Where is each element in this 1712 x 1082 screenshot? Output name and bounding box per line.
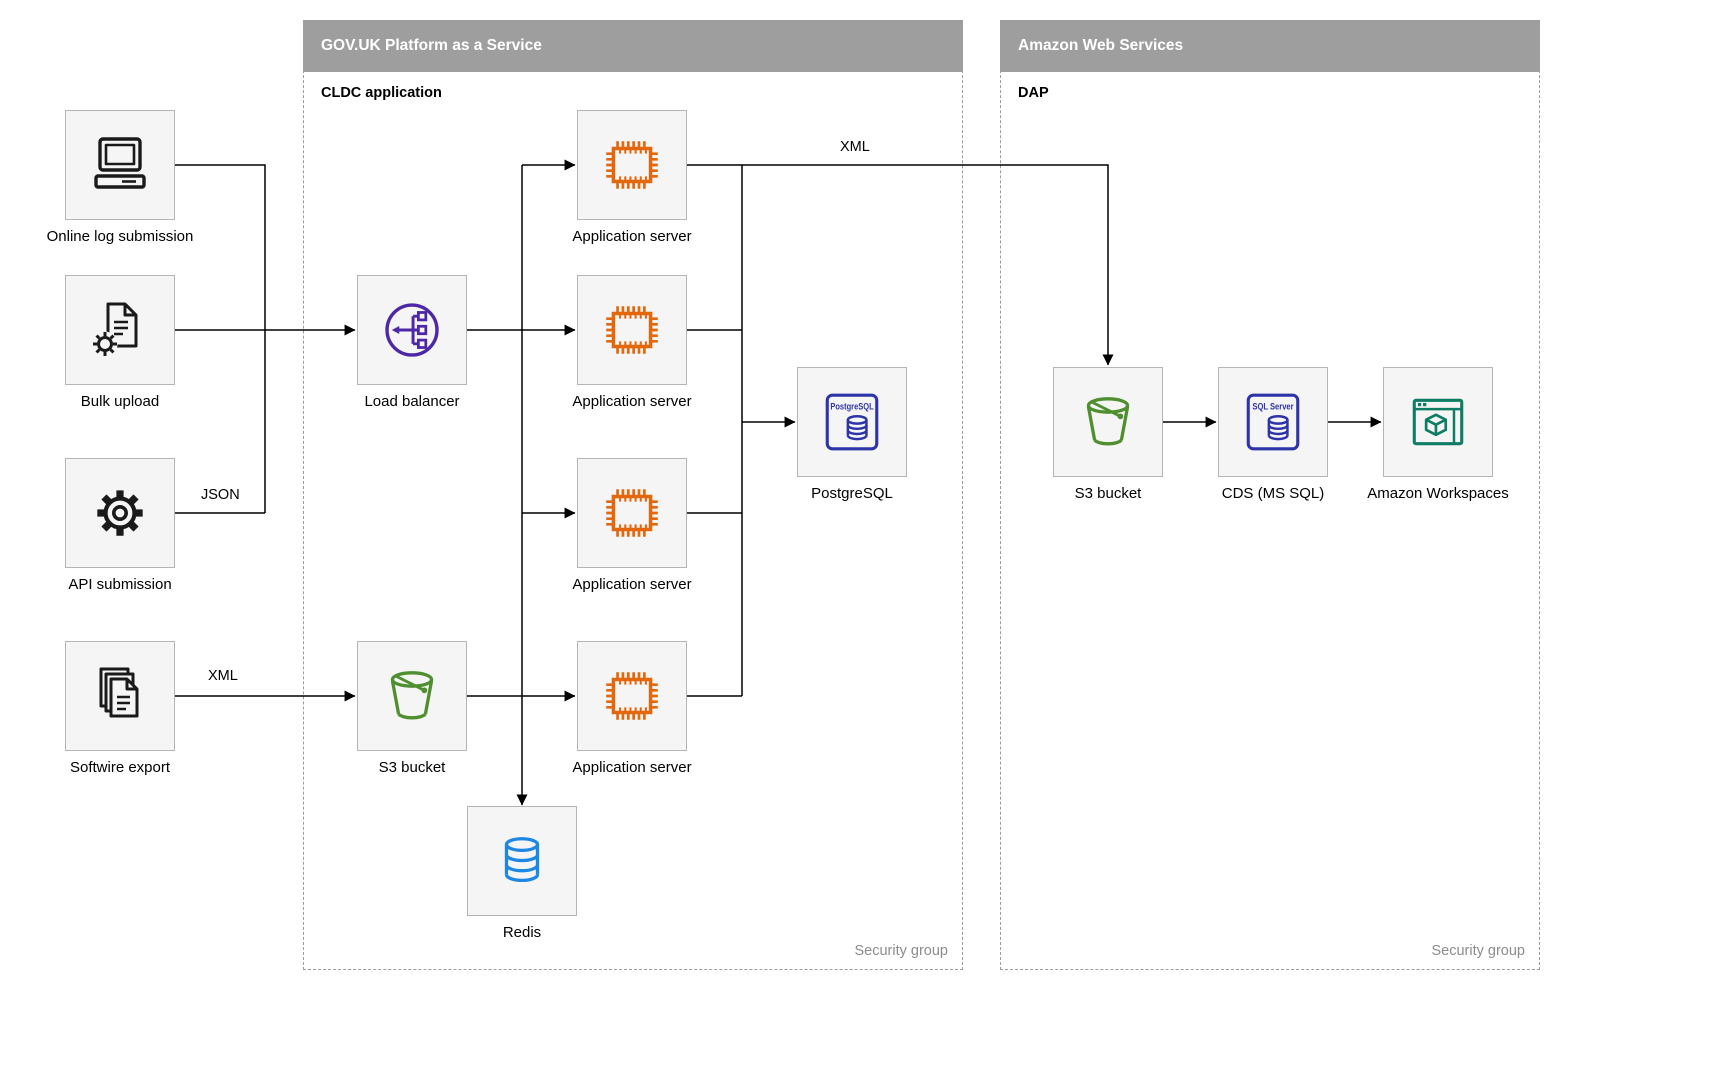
group-govuk-paas: GOV.UK Platform as a Service CLDC applic… (303, 20, 963, 970)
edge-label-xml-softwire: XML (206, 668, 240, 684)
node-label: Load balancer (364, 393, 460, 410)
node-label: S3 bucket (378, 759, 446, 776)
group-sublabel-dap: DAP (1018, 85, 1049, 101)
node-box (1383, 367, 1493, 477)
node-box (65, 458, 175, 568)
documents-stack-icon (99, 667, 139, 718)
node-label: API submission (68, 576, 172, 593)
edge-app1-to-aws-s3 (687, 164, 1114, 366)
node-label: Online log submission (46, 228, 194, 245)
node-box (467, 806, 577, 916)
node-load-balancer: Load balancer (357, 275, 467, 410)
node-box (577, 641, 687, 751)
node-label: Amazon Workspaces (1367, 485, 1509, 502)
node-box (357, 275, 467, 385)
node-softwire-export: Softwire export (65, 641, 175, 776)
group-aws: Amazon Web Services DAP Security group (1000, 20, 1540, 970)
node-s3-bucket-paas: S3 bucket (357, 641, 467, 776)
edge-sources-junction (175, 164, 266, 514)
sql-server-icon: SQL Server (1246, 393, 1300, 451)
node-label: PostgreSQL (811, 485, 893, 502)
group-header-aws: Amazon Web Services (1000, 20, 1540, 72)
node-label: Application server (572, 393, 692, 410)
node-box (65, 110, 175, 220)
s3-bucket-icon (1086, 397, 1130, 446)
node-api-submission: API submission (65, 458, 175, 593)
node-box (1053, 367, 1163, 477)
node-label: Application server (572, 576, 692, 593)
chip-icon (606, 141, 658, 189)
group-sublabel-cldc: CLDC application (321, 85, 442, 101)
node-redis: Redis (467, 806, 577, 941)
node-bulk-upload: Bulk upload (65, 275, 175, 410)
node-label: Application server (572, 759, 692, 776)
node-label: Softwire export (69, 759, 171, 776)
node-box: PostgreSQL (797, 367, 907, 477)
node-label: S3 bucket (1074, 485, 1142, 502)
node-box: SQL Server (1218, 367, 1328, 477)
node-box (577, 275, 687, 385)
redis-database-icon (504, 837, 540, 882)
node-box (357, 641, 467, 751)
amazon-workspaces-icon (1412, 398, 1464, 446)
node-box (577, 110, 687, 220)
node-amazon-workspaces: Amazon Workspaces (1367, 367, 1509, 502)
node-box (65, 275, 175, 385)
node-application-server-1: Application server (572, 110, 692, 245)
chip-icon (606, 489, 658, 537)
edge-apps-out (687, 329, 742, 697)
edge-label-xml-aws: XML (838, 139, 872, 155)
node-cds-mssql: SQL Server CDS (MS SQL) (1218, 367, 1328, 502)
node-application-server-4: Application server (572, 641, 692, 776)
node-s3-bucket-aws: S3 bucket (1053, 367, 1163, 502)
node-application-server-2: Application server (572, 275, 692, 410)
node-box (65, 641, 175, 751)
node-label: CDS (MS SQL) (1221, 485, 1325, 502)
s3-bucket-icon (390, 671, 434, 720)
edge-label-json: JSON (199, 487, 242, 503)
node-label: Redis (502, 924, 542, 941)
node-label: Bulk upload (80, 393, 160, 410)
group-title: GOV.UK Platform as a Service (321, 37, 542, 54)
node-box (577, 458, 687, 568)
node-online-log-submission: Online log submission (47, 110, 193, 245)
postgresql-database-icon: PostgreSQL (825, 393, 879, 451)
icon-text: PostgreSQL (830, 402, 874, 412)
node-application-server-3: Application server (572, 458, 692, 593)
icon-text: SQL Server (1252, 402, 1294, 412)
node-label: Application server (572, 228, 692, 245)
chip-icon (606, 672, 658, 720)
group-title: Amazon Web Services (1018, 37, 1184, 54)
chip-icon (606, 306, 658, 354)
security-group-label: Security group (854, 943, 949, 959)
gear-icon (97, 490, 143, 536)
group-header-paas: GOV.UK Platform as a Service (303, 20, 963, 72)
desktop-computer-icon (94, 137, 146, 189)
security-group-label: Security group (1431, 943, 1526, 959)
document-gear-icon (92, 302, 138, 357)
node-postgresql: PostgreSQL PostgreSQL (797, 367, 907, 502)
load-balancer-icon (385, 303, 439, 357)
